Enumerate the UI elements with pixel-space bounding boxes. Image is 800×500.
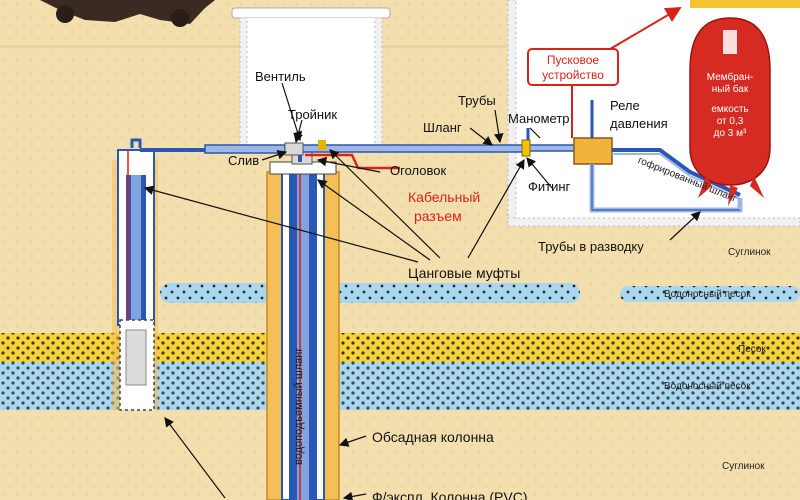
vehicle-wheel <box>171 9 189 27</box>
label-relay-1: Реле <box>610 98 640 113</box>
leader-drain <box>261 150 288 161</box>
starter-line-2: устройство <box>542 68 604 82</box>
tank-text-2: ный бак <box>711 84 749 95</box>
leader-casing <box>338 435 367 447</box>
well-house-wall-left <box>239 17 248 147</box>
adapter-well-head <box>130 138 142 148</box>
label-casing: Обсадная колонна <box>372 429 494 445</box>
label-zinc-couplings: Цанговые муфты <box>408 265 521 281</box>
tee-fitting <box>284 142 304 156</box>
well-house-roof <box>231 7 391 19</box>
soil-loam-bottom: Суглинок <box>722 461 765 472</box>
adapter-well-pump <box>125 329 147 386</box>
soil-aquifer-sand-2: Водоносный песок <box>664 381 751 392</box>
aquifer-lens-1-dots <box>160 283 580 303</box>
tank-text-1: Мембран- <box>706 72 754 83</box>
tank-leg <box>698 176 712 198</box>
adapter-well-pipe-inner <box>131 175 141 320</box>
tank-leg <box>750 176 764 198</box>
soil-sand: Песок <box>738 344 766 355</box>
leader-pipes <box>493 109 504 144</box>
label-cable-1: Кабельный <box>408 189 481 205</box>
surface-line <box>0 45 800 48</box>
label-valve: Вентиль <box>255 69 306 84</box>
leader-wellhead <box>316 156 381 173</box>
label-hose: Шланг <box>423 120 462 135</box>
leader-pump <box>164 417 226 499</box>
leader-fitting <box>526 157 553 189</box>
tank-text-5: до 3 м³ <box>713 128 747 139</box>
label-gauge: Манометр <box>508 111 570 126</box>
label-relay-2: давления <box>610 116 668 131</box>
well-house-interior <box>240 18 382 146</box>
label-distribution: Трубы в разводку <box>538 239 644 254</box>
valve-handle <box>318 140 326 150</box>
cable-run <box>305 153 400 170</box>
label-wellhead: Оголовок <box>390 163 447 178</box>
tank-leg <box>728 185 738 206</box>
label-production-column: Ф/экспл. Колонна (PVC) <box>372 489 528 500</box>
tank-label-plate <box>723 30 737 54</box>
label-pipes: Трубы <box>458 93 496 108</box>
starter-device: Пусковое устройство <box>527 48 619 86</box>
aquifer-lens-2-dots <box>620 286 800 302</box>
tank-text-3: емкость <box>711 104 749 115</box>
vehicle-wheel <box>56 5 74 23</box>
supply-hose <box>299 144 526 153</box>
leader-production <box>342 491 367 500</box>
soil-aquifer-sand-1: Водоносный песок <box>664 289 751 300</box>
leader-hose <box>469 127 493 146</box>
starter-power-arrow <box>604 6 682 53</box>
starter-line-1: Пусковое <box>546 53 600 67</box>
soil-loam-top: Суглинок <box>728 247 771 258</box>
leader-coupling-1 <box>143 185 419 263</box>
pressure-relay <box>573 137 613 165</box>
leader-distribution <box>669 211 701 241</box>
label-lift-hose: водоподъемный шланг <box>293 347 305 465</box>
pipe-to-relay <box>524 144 576 152</box>
tank-hose-highlight <box>612 153 741 200</box>
house-floor <box>507 217 800 227</box>
leader-tee <box>293 119 303 144</box>
tank-text-4: от 0,3 <box>716 116 744 127</box>
house-top-strip <box>690 0 800 8</box>
distribution-pipe-edge <box>591 164 740 211</box>
label-drain: Слив <box>228 153 260 168</box>
leader-coupling-3 <box>329 149 441 259</box>
label-fitting: Фитинг <box>528 179 571 194</box>
label-cable-2: разъем <box>414 208 462 224</box>
leader-coupling-2 <box>317 179 431 261</box>
leader-coupling-4 <box>467 158 525 259</box>
leader-gauge <box>529 127 541 139</box>
leader-valve <box>281 82 303 142</box>
label-tee: Тройник <box>288 107 338 122</box>
fitting-block <box>521 139 531 157</box>
well-house-wall-right <box>374 17 383 147</box>
drain-pipe <box>204 144 286 154</box>
